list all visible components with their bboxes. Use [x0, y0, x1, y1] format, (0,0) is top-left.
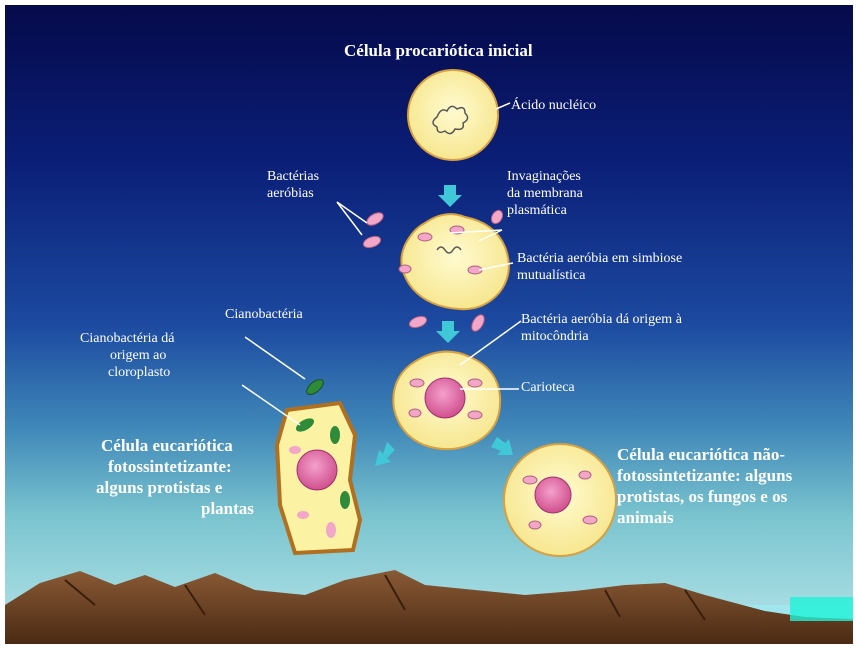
mountains [5, 570, 853, 644]
label-bacteria-simbiose-1: Bactéria aeróbia em simbiose [517, 251, 683, 266]
invaginating-cell [398, 213, 514, 311]
label-bacterias-aerobias-1: Bactérias [267, 169, 320, 184]
prokaryotic-cell [407, 69, 511, 161]
title: Célula procariótica inicial [344, 41, 533, 60]
label-invaginacoes-3: plasmática [507, 203, 567, 218]
nucleated-cell [392, 320, 522, 451]
label-celula-fotossintetizante-2: fotossintetizante: [108, 457, 232, 476]
label-bacteria-mitocondria-2: mitocôndria [521, 329, 589, 344]
label-invaginacoes-1: Invaginações [507, 169, 581, 184]
label-celula-nao-fotossintetizante-1: Célula eucariótica não- [617, 445, 786, 464]
label-celula-nao-fotossintetizante-4: animais [617, 508, 674, 527]
label-bacterias-aerobias-2: aeróbias [267, 186, 314, 201]
arrows [375, 185, 513, 466]
diagram-art [5, 69, 853, 644]
label-cianobacteria: Cianobactéria [225, 307, 303, 322]
label-cianobacteria-cloroplasto-1: Cianobactéria dá [80, 331, 175, 346]
free-bacteria [362, 209, 504, 332]
label-celula-nao-fotossintetizante-2: fotossintetizante: alguns [617, 466, 793, 485]
label-celula-fotossintetizante-3: alguns protistas e [96, 478, 223, 497]
label-acido-nucleico: Ácido nucléico [511, 98, 597, 113]
bacteria-pointers [336, 201, 368, 236]
label-invaginacoes-2: da membrana [507, 186, 583, 201]
plant-cell [241, 384, 363, 556]
label-celula-nao-fotossintetizante-3: protistas, os fungos e os [617, 487, 788, 506]
label-bacteria-mitocondria-1: Bactéria aeróbia dá origem à [521, 312, 682, 327]
animal-cell [503, 443, 617, 557]
label-cianobacteria-cloroplasto-3: cloroplasto [108, 365, 171, 380]
label-carioteca: Carioteca [521, 380, 575, 395]
cyanobacterium [244, 336, 324, 395]
slide: Célula procariótica inicial Ácido nucléi… [5, 5, 853, 644]
label-celula-fotossintetizante-1: Célula eucariótica [101, 436, 233, 455]
label-bacteria-simbiose-2: mutualística [517, 268, 586, 283]
label-cianobacteria-cloroplasto-2: origem ao [110, 348, 167, 363]
label-celula-fotossintetizante-4: plantas [201, 499, 254, 518]
